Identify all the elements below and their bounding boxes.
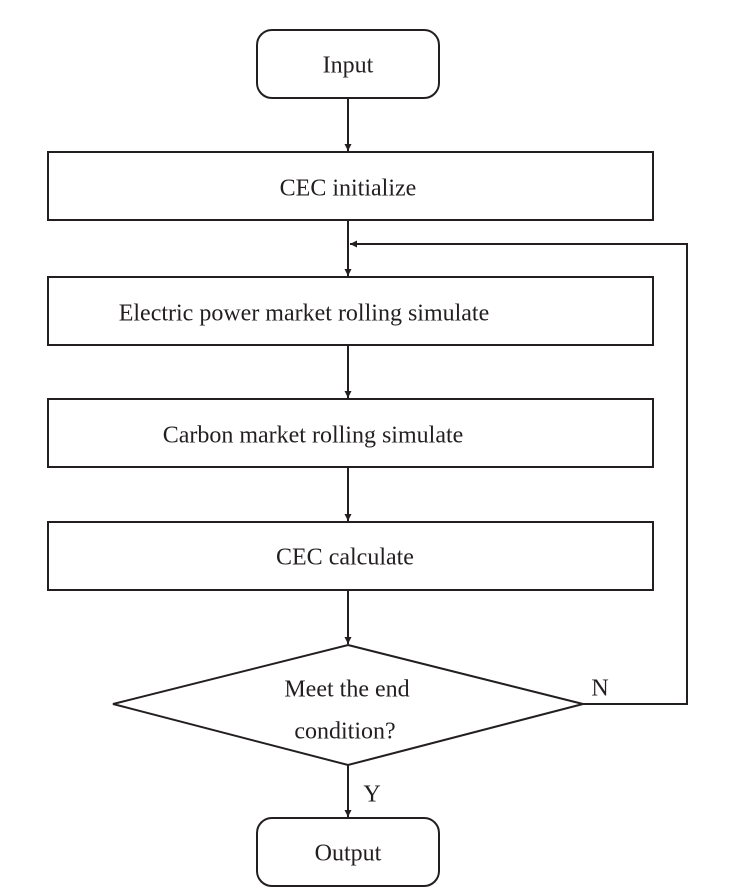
node-carbon-market: Carbon market rolling simulate [47,398,654,468]
node-output: Output [256,817,440,887]
node-electric-market: Electric power market rolling simulate [47,276,654,346]
node-end-condition: Meet the end condition? [112,643,584,767]
node-electric-market-label: Electric power market rolling simulate [119,301,490,327]
node-input-label: Input [323,53,374,79]
node-output-label: Output [315,841,382,867]
node-cec-initialize: CEC initialize [47,151,654,221]
edge-no-loop-back [350,240,688,705]
edge-label-no: N [591,676,608,702]
node-end-condition-line1: Meet the end [284,677,409,703]
node-cec-initialize-label: CEC initialize [280,176,417,202]
node-cec-calculate: CEC calculate [47,521,654,591]
edge-label-yes: Y [363,782,380,808]
node-carbon-market-label: Carbon market rolling simulate [163,423,464,449]
node-end-condition-line2: condition? [294,719,395,745]
node-input: Input [256,29,440,99]
node-cec-calculate-label: CEC calculate [276,545,414,571]
